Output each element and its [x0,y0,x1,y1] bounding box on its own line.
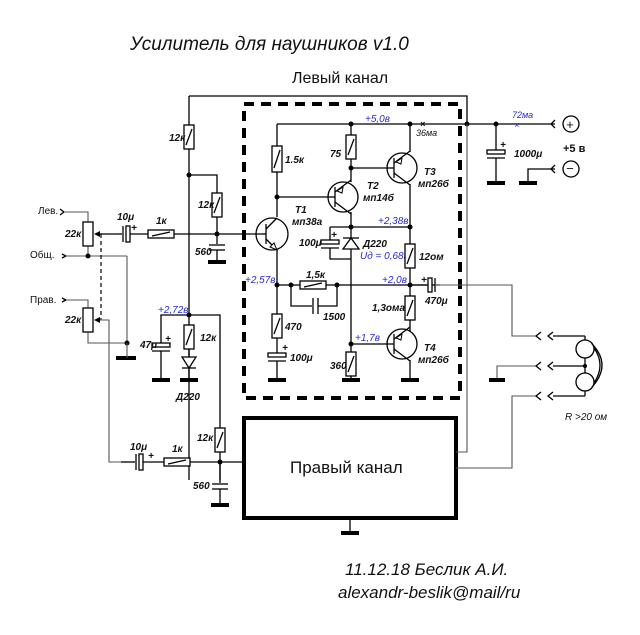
minus-icon: − [566,161,574,176]
cap-plus-icon: + [148,451,154,462]
right-channel-label: Правый канал [290,458,403,477]
power-minus-terminal[interactable]: − [519,160,580,185]
current-total-label: 72ма [512,110,533,120]
footer-email: alexandr-beslik@mail/ru [338,583,521,602]
cap-plus-icon: + [165,334,171,345]
d-bias-label: Д220 [175,392,200,403]
d-mid-label: Д220 [362,239,387,250]
output-capacitor [410,277,536,337]
input-left-label: Лев. [38,206,58,217]
current-marker-icon: × [420,119,426,129]
input-wiring [59,208,136,360]
t3-type: мп26б [418,178,450,190]
v-supply-label: +5,0в [365,114,390,125]
headphones-icon [575,336,603,396]
r-in-left-label: 1к [156,216,168,227]
v-out-label: +2,0в [382,275,407,286]
t3-name: T3 [424,167,436,178]
c-100u-low-label: 100μ [290,353,313,364]
r-75-label: 75 [330,149,342,160]
r-in-right-label: 1к [172,444,184,455]
r-360-label: 360 [330,361,347,372]
c-filter-right-label: 560 [193,481,210,492]
supply-voltage-label: +5 в [563,143,586,155]
cap-plus-icon: + [331,230,337,241]
left-input-chain [118,225,262,243]
r-bias-diode-label: 12к [200,333,217,344]
c-bias-label: 47μ [139,340,157,351]
headphone-impedance-label: R >20 ом [565,412,607,423]
t2-name: T2 [367,181,379,192]
current-channel-label: 36ма [416,128,437,138]
t4-stage [342,285,419,382]
r-1-3ohm-label: 1,3ома [372,303,405,314]
v-diode-label: Uд = 0,68в [360,251,409,262]
filter-cap-label: 1000μ [514,149,542,160]
page-title: Усилитель для наушников v1.0 [129,34,409,55]
r-bias-left-label: 12к [198,200,215,211]
filter-capacitor-1000u [486,124,506,185]
current-marker-icon: × [514,120,519,130]
v-t3-e-label: +2,38в [378,216,409,227]
right-input-chain [121,427,243,507]
c-1500-label: 1500 [323,312,346,323]
power-plus-terminal[interactable]: + [550,115,580,133]
right-channel-block [242,124,536,535]
supply-rail [188,95,555,480]
input-common-label: Общ. [30,249,55,261]
c-in-left-label: 10μ [117,212,134,223]
r-12ohm-label: 12ом [419,252,444,263]
plus-icon: + [566,117,574,132]
cap-plus-icon: + [282,343,288,354]
r-1k5-fb-label: 1,5к [306,270,326,281]
volume-pot-right[interactable] [82,307,121,463]
v-t1-c-label: +2,57в [245,275,276,286]
footer-date-author: 11.12.18 Беслик А.И. [345,560,508,579]
t1-name: T1 [295,205,307,216]
r-1k5-top-label: 1.5к [285,155,305,166]
cap-plus-icon: + [421,275,427,286]
t3-stage [386,121,418,332]
r-bias-right-label: 12к [197,433,214,444]
cap-plus-icon: + [500,140,506,151]
pot-right-label: 22к [64,315,82,326]
volume-pot-left[interactable] [82,221,118,247]
c-filter-left-label: 560 [195,247,212,258]
bias-supply [151,312,221,480]
t4-type: мп26б [418,354,450,366]
v-t4-b-label: +1,7в [355,333,380,344]
cap-plus-icon: + [131,223,137,234]
c-100u-mid-label: 100μ [299,238,322,249]
left-channel-label: Левый канал [292,70,388,87]
headphone-jack[interactable] [489,331,585,401]
t1-stage [255,124,331,382]
pot-left-label: 22к [64,229,82,240]
diode-bias [320,227,361,260]
left-channel-boundary [242,102,462,400]
r-470-label: 470 [284,322,302,333]
t2-type: мп14б [363,192,395,204]
c-in-right-label: 10μ [130,442,147,453]
v-bias-label: +2,72в [158,305,189,316]
t1-type: мп38а [292,217,323,228]
c-out-label: 470μ [424,296,448,307]
t4-name: T4 [424,343,436,354]
bias-network [183,124,226,264]
input-right-label: Прав. [30,295,56,306]
r-bias-top-label: 12к [169,133,186,144]
